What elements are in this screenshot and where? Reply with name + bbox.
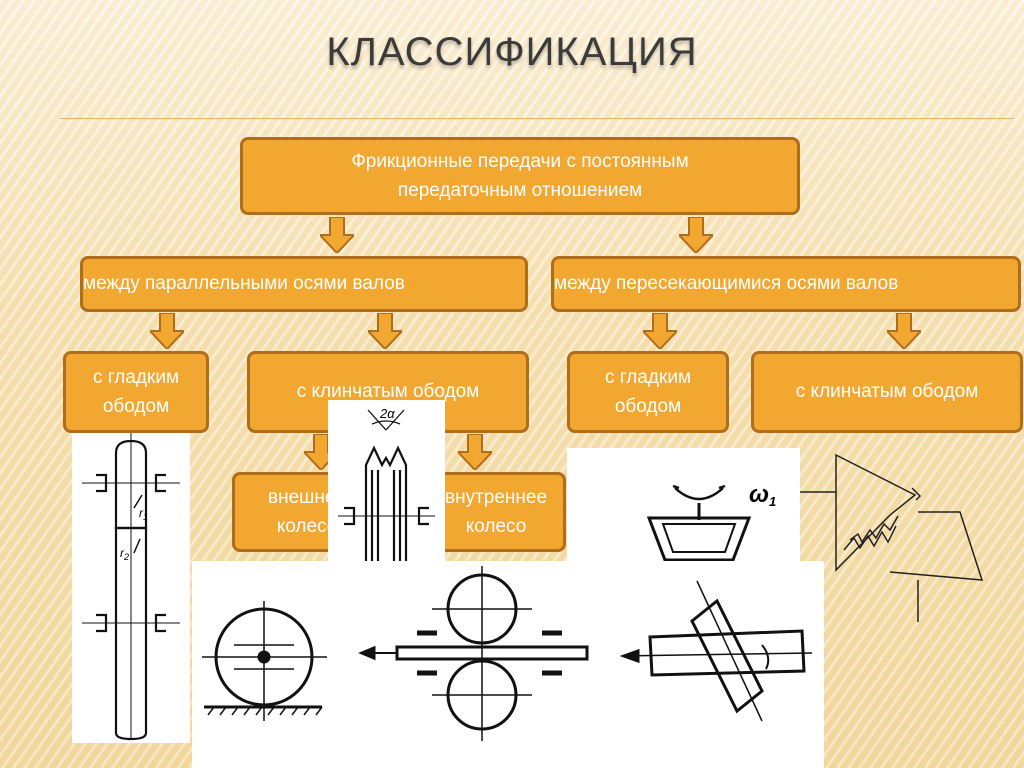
intersect-smooth-box: с гладким ободом: [567, 351, 729, 433]
intersecting-axes-label: между пересекающимися осями валов: [554, 273, 899, 295]
omega-label: ω1: [749, 481, 776, 509]
title-divider: [60, 118, 1014, 119]
down-arrow-icon: [458, 434, 492, 470]
slide-title: КЛАССИФИКАЦИЯ: [326, 30, 698, 74]
wedge-rim-drawing: 2α: [328, 400, 445, 562]
down-arrow-icon: [887, 313, 921, 349]
intersecting-axes-box: между пересекающимися осями валов: [551, 256, 1021, 312]
friction-mechanisms-drawing: [192, 561, 824, 768]
internal-wheel-label: внутреннее колесо: [444, 486, 548, 537]
parallel-axes-label: между параллельными осями валов: [83, 273, 405, 295]
intersect-smooth-label: с гладким ободом: [604, 366, 692, 417]
down-arrow-icon: [368, 313, 402, 349]
wedge-rim-intersect-drawing: [800, 453, 984, 622]
down-arrow-icon: [150, 313, 184, 349]
parallel-wedge-label: с клинчатым ободом: [296, 381, 480, 403]
r1-label: r1: [139, 506, 148, 522]
parallel-smooth-label: с гладким ободом: [92, 366, 180, 417]
intersect-wedge-label: с клинчатым ободом: [795, 381, 979, 403]
intersect-wedge-box: с клинчатым ободом: [751, 351, 1023, 433]
down-arrow-icon: [320, 217, 354, 253]
wedge-angle-label: 2α: [379, 406, 395, 421]
external-wheel-label: внешнее колесо: [267, 486, 347, 537]
r2-label: r2: [120, 546, 129, 562]
root-box: Фрикционные передачи с постоянным переда…: [240, 137, 800, 215]
parallel-smooth-box: с гладким ободом: [63, 351, 209, 433]
parallel-cylinders-drawing: r1 r2: [72, 433, 190, 743]
smooth-rim-intersect-drawing: ω1: [567, 448, 800, 562]
root-box-label: Фрикционные передачи с постоянным переда…: [351, 150, 689, 201]
down-arrow-icon: [679, 217, 713, 253]
parallel-axes-box: между параллельными осями валов: [80, 256, 528, 312]
down-arrow-icon: [643, 313, 677, 349]
